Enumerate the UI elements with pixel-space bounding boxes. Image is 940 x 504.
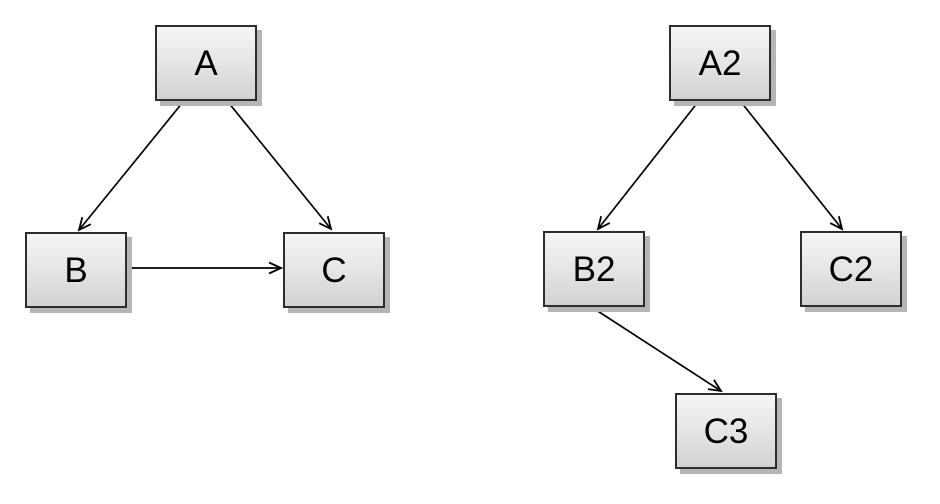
edge-A2-C2[interactable]: [740, 101, 842, 229]
node-A[interactable]: A: [155, 25, 257, 101]
node-C3-label: C3: [703, 411, 749, 451]
edge-A-C[interactable]: [227, 101, 331, 229]
node-C2-label: C2: [828, 249, 874, 289]
node-B2[interactable]: B2: [543, 231, 645, 307]
node-B-label: B: [64, 250, 88, 290]
node-A2[interactable]: A2: [669, 25, 771, 101]
edge-A-B[interactable]: [79, 101, 184, 230]
node-B[interactable]: B: [25, 232, 127, 308]
node-C[interactable]: C: [283, 232, 385, 308]
edge-A2-B2[interactable]: [598, 101, 699, 229]
edge-B2-C3[interactable]: [592, 307, 721, 391]
node-A-label: A: [194, 43, 218, 83]
node-C2[interactable]: C2: [800, 231, 902, 307]
node-B2-label: B2: [572, 249, 616, 289]
node-A2-label: A2: [698, 43, 742, 83]
node-C-label: C: [321, 250, 347, 290]
node-C3[interactable]: C3: [675, 393, 777, 469]
